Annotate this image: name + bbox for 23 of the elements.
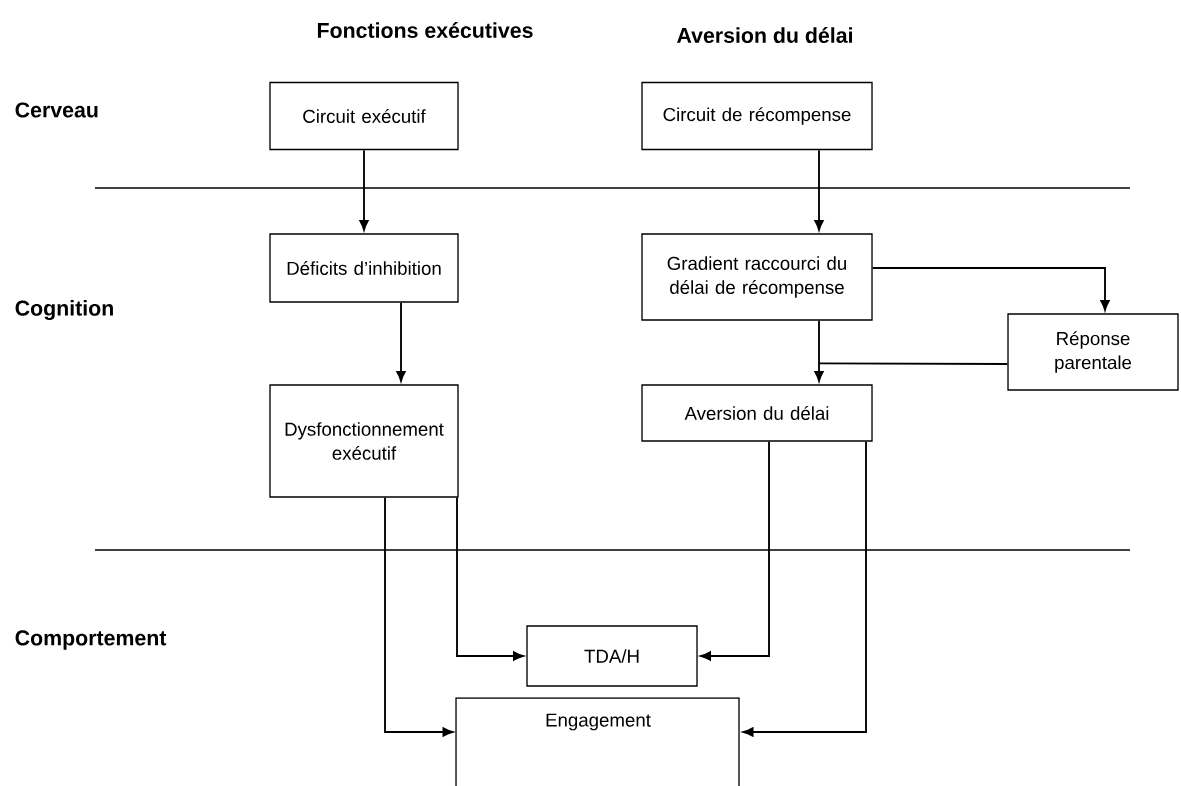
row-heading: Comportement xyxy=(15,630,167,650)
process-box: Dysfonctionnement exécutif xyxy=(269,384,459,498)
arrow xyxy=(359,149,369,231)
process-box: TDA/H xyxy=(526,625,698,687)
process-box: Aversion du délai xyxy=(641,384,873,442)
process-box: Engagement xyxy=(455,697,740,786)
row-heading: Fonctions exécutives xyxy=(317,22,533,38)
row-heading: Cerveau xyxy=(15,102,98,118)
row-heading: Aversion du délai xyxy=(677,27,852,43)
process-box: Déficits d’inhibition xyxy=(269,233,459,303)
arrow xyxy=(871,267,1110,311)
arrow xyxy=(700,440,770,661)
process-box: Réponse parentale xyxy=(1007,313,1179,391)
arrow xyxy=(384,496,454,737)
process-box: Circuit exécutif xyxy=(269,81,459,151)
arrow xyxy=(814,149,824,231)
arrow xyxy=(742,440,867,737)
row-heading: Cognition xyxy=(15,300,113,320)
arrow xyxy=(396,301,406,382)
process-box: Gradient raccourci du délai de récompense xyxy=(641,233,873,321)
process-box: Circuit de récompense xyxy=(641,81,873,151)
arrow xyxy=(456,496,524,661)
arrow xyxy=(814,319,824,382)
